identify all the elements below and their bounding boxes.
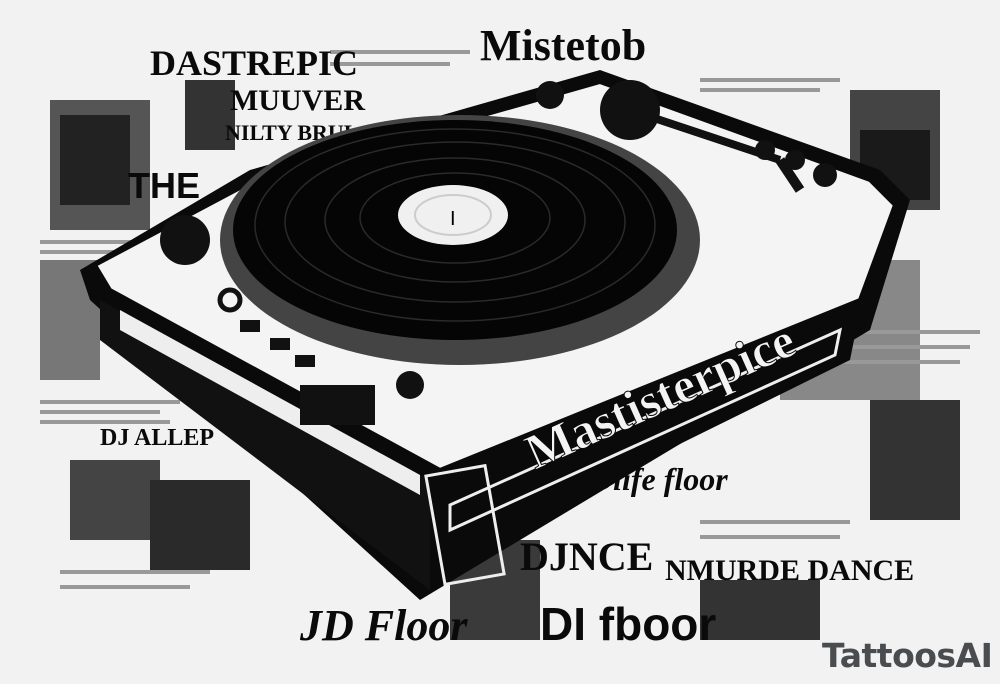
mid-left-text: DJ ALLEP: [100, 425, 214, 451]
control-knobs: [160, 140, 837, 425]
headline-top-right: Mistetob: [480, 21, 646, 70]
headline-top-center: MUUVER: [230, 84, 365, 117]
bottom-left-text: JD Floor: [299, 601, 468, 650]
turntable: Mastisterpice I: [80, 70, 910, 600]
record-label: [398, 185, 508, 245]
watermark: TattoosAI: [822, 636, 993, 675]
dance-left-text: DJNCE: [520, 534, 653, 579]
subhead-the: THE: [128, 165, 200, 206]
headline-top-left: DASTREPIC: [150, 43, 358, 83]
record-label-text: I: [450, 208, 456, 230]
bottom-center-text: DI fboor: [540, 598, 716, 650]
dance-right-text: NMURDE DANCE: [665, 554, 914, 587]
